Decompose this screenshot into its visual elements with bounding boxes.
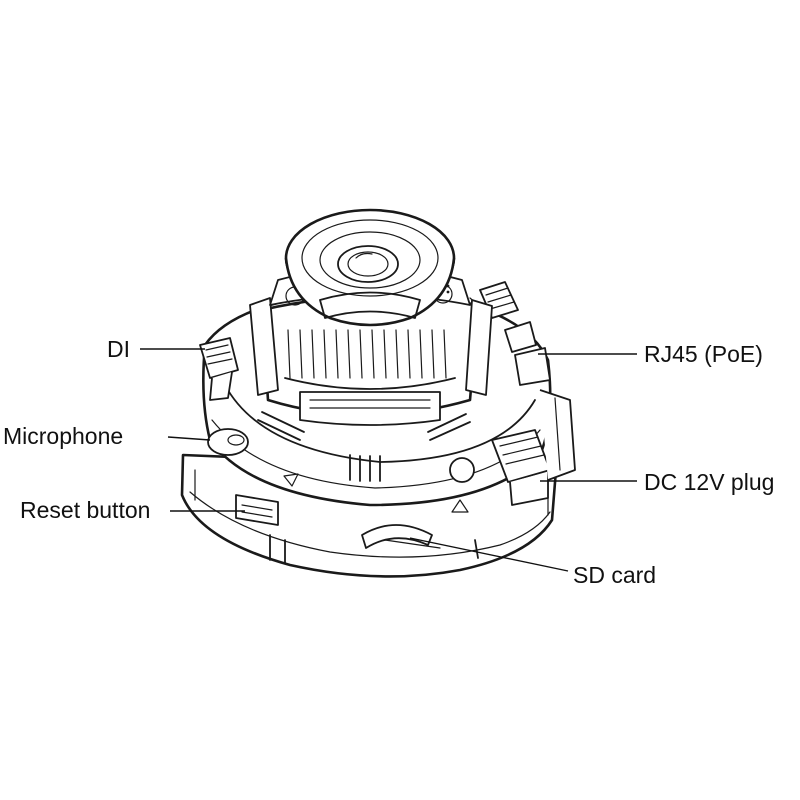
leader-microphone <box>167 436 211 441</box>
lens-mount-ridge <box>359 329 363 379</box>
lens-mount-ridge <box>383 329 387 379</box>
lens-mount-ridge <box>287 329 291 379</box>
camera-lens <box>337 245 399 283</box>
leader-lines <box>140 348 637 572</box>
lens-mount-ridge <box>407 329 411 379</box>
lens-mount-ridge <box>431 329 435 379</box>
lens-mount-ridges <box>287 329 447 379</box>
di-connector <box>199 337 239 401</box>
lens-mount-ridge <box>299 329 303 379</box>
ir-dot <box>446 290 450 294</box>
leader-sd <box>409 537 569 572</box>
callout-di: DI <box>107 336 130 362</box>
callout-reset-button: Reset button <box>20 497 150 523</box>
lens-mount-ridge <box>371 329 375 379</box>
lens-mount-ridge <box>335 329 339 379</box>
dc-plug-connector <box>449 429 551 506</box>
callout-sd-card: SD card <box>573 562 656 588</box>
callout-dc-12v-plug: DC 12V plug <box>644 469 774 495</box>
camera-illustration <box>180 208 576 578</box>
lens-mount-ridge <box>311 329 315 379</box>
side-bracket <box>539 389 576 481</box>
callout-labels: DI Microphone Reset button RJ45 (PoE) DC… <box>3 336 774 588</box>
lens-hood <box>284 208 456 327</box>
sd-card-slot <box>361 524 441 549</box>
lens-mount-ridge <box>323 329 327 379</box>
lens-mount-ridge <box>419 329 423 379</box>
lens-mount-ridge <box>395 329 399 379</box>
microphone-port <box>207 428 249 456</box>
callout-microphone: Microphone <box>3 423 123 449</box>
lens-mount-ridge <box>347 329 351 379</box>
lens-mount <box>249 294 493 426</box>
lens-mount-ridge <box>443 329 447 379</box>
callout-rj45-poe: RJ45 (PoE) <box>644 341 763 367</box>
